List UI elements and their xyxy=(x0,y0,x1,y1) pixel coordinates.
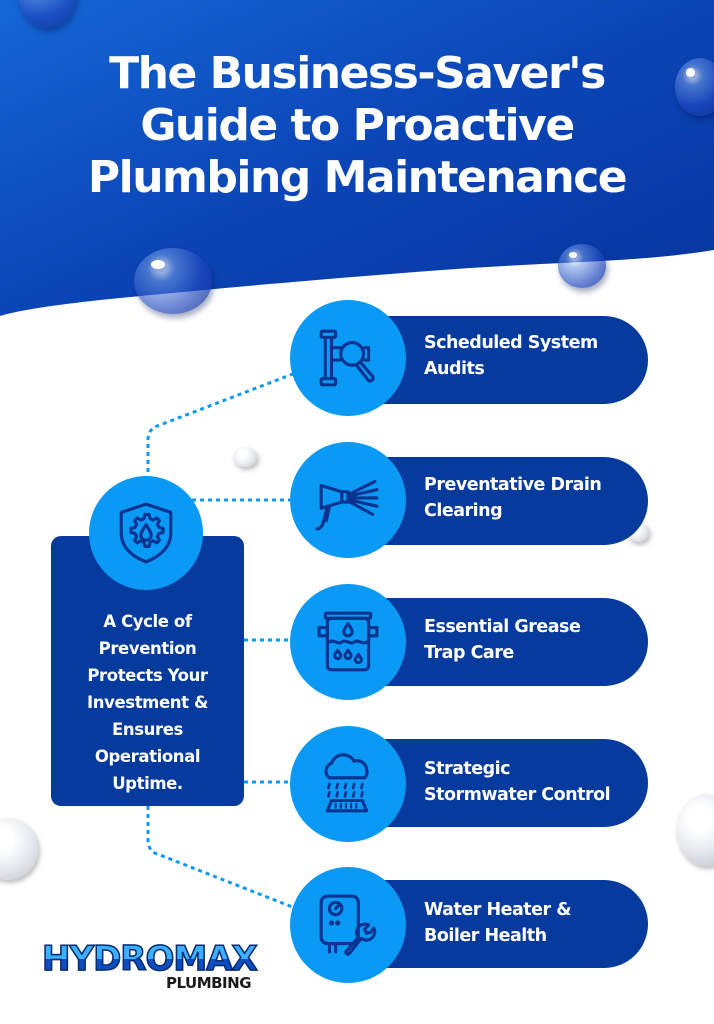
center-summary-text: A Cycle of Prevention Protects Your Inve… xyxy=(51,608,244,797)
step-label: Strategic Stormwater Control xyxy=(424,759,611,805)
logo-wordmark: HYDROMAX xyxy=(41,939,258,979)
step-label: Essential Grease Trap Care xyxy=(424,617,581,663)
step-icon-circle xyxy=(290,442,406,558)
step-icon-circle xyxy=(290,300,406,416)
summary-line: Uptime. xyxy=(112,774,183,793)
water-droplet-icon xyxy=(233,447,257,467)
water-droplet-icon xyxy=(558,244,606,288)
step-label: Scheduled System Audits xyxy=(424,333,598,379)
title-line: The Business-Saver's xyxy=(109,48,606,99)
step-label: Water Heater & Boiler Health xyxy=(424,900,572,946)
center-icon-circle xyxy=(89,476,203,590)
title-line: Plumbing Maintenance xyxy=(87,152,628,203)
spray-nozzle-icon xyxy=(315,479,379,531)
water-droplet-icon xyxy=(676,794,714,866)
title-line: Guide to Proactive xyxy=(140,100,575,151)
water-heater-wrench-icon xyxy=(319,894,377,956)
step-label: Preventative Drain Clearing xyxy=(424,475,602,521)
summary-line: Operational xyxy=(94,747,201,766)
summary-line: Investment & xyxy=(87,693,208,712)
rain-cloud-drain-icon xyxy=(324,753,369,813)
water-droplet-icon xyxy=(0,818,38,880)
water-droplet-icon xyxy=(134,248,212,314)
hydromax-logo: HYDROMAX PLUMBING xyxy=(41,939,258,992)
summary-line: A Cycle of xyxy=(103,612,192,631)
pipe-magnifier-icon xyxy=(319,329,375,387)
step-icon-circle xyxy=(290,726,406,842)
summary-line: Protects Your xyxy=(87,666,208,685)
summary-line: Ensures xyxy=(112,720,183,739)
step-icon-circle xyxy=(290,867,406,983)
water-droplet-icon xyxy=(675,58,714,116)
shield-gear-drop-icon xyxy=(119,502,173,564)
logo-subtitle: PLUMBING xyxy=(166,974,252,992)
summary-line: Prevention xyxy=(98,639,197,658)
page-title: The Business-Saver's Guide to Proactive … xyxy=(0,48,714,204)
step-icon-circle xyxy=(290,584,406,700)
hero-banner xyxy=(0,0,714,330)
grease-trap-icon xyxy=(317,611,379,672)
